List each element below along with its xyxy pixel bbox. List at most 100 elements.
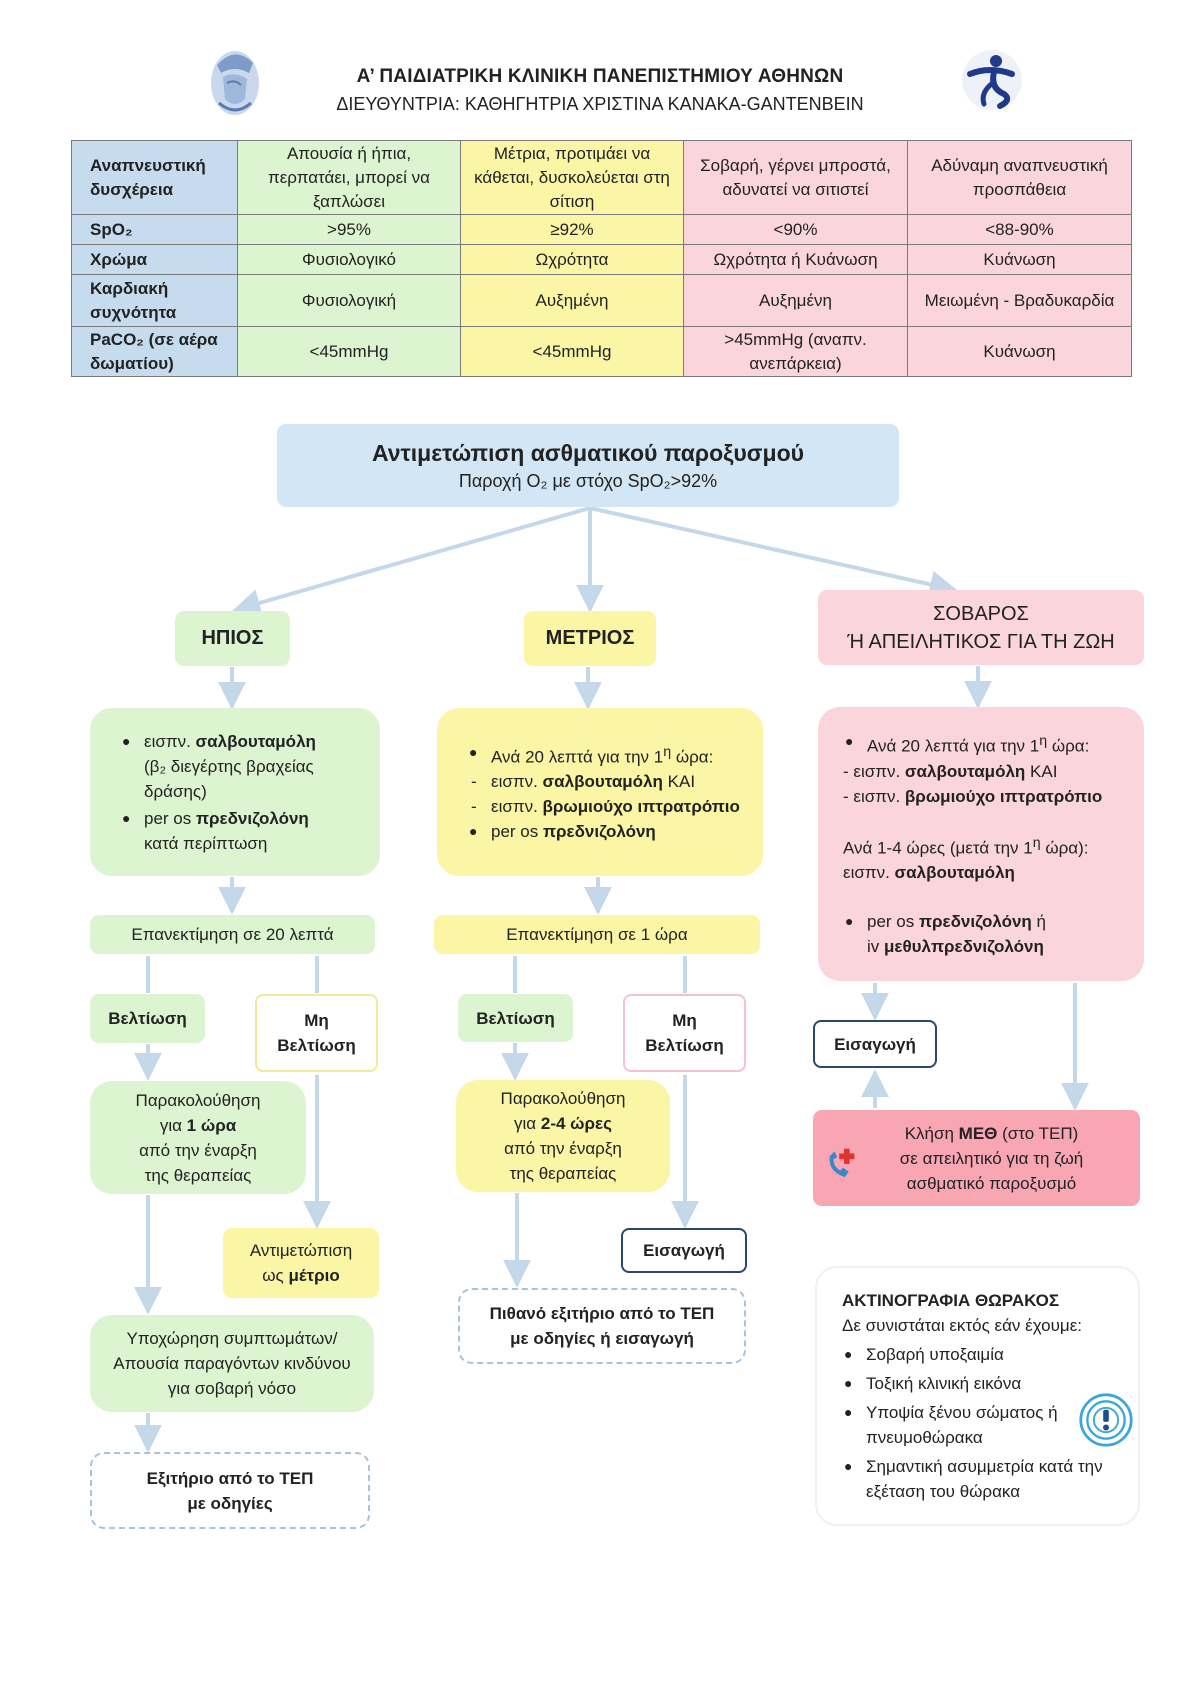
xray-item: Υποψία ξένου σώματος ή πνευμοθώρακα [842,1400,1126,1450]
icu-line: σε απειλητικό για τη ζωή [899,1148,1084,1168]
main-title: Αντιμετώπιση ασθματικού παροξυσμού [371,440,805,466]
table-cell: ≥92% [460,214,684,245]
severe-label-line: ΣΟΒΑΡΟΣ [933,602,1029,625]
severe-admission: Εισαγωγή [813,1020,937,1068]
moderate-improve: Βελτίωση [458,994,573,1042]
mild-label-text: ΗΠΙΟΣ [201,627,264,649]
table-cell: <88-90% [907,214,1132,245]
severe-treatment-item: per os πρεδνιζολόνη ήiv μεθυλπρεδνιζολόν… [843,909,1132,959]
severe-treatment-box: Ανά 20 λεπτά για την 1η ώρα: - εισπν. σα… [818,707,1144,981]
severe-admission-text: Εισαγωγή [834,1034,916,1054]
table-cell: Μειωμένη - Βραδυκαρδία [907,274,1132,327]
table-cell: Αυξημένη [683,274,908,327]
table-cell: Ωχρότητα [460,244,684,275]
moderate-exit-line: Πιθανό εξιτήριο από το ΤΕΠ [489,1304,715,1323]
mild-reassess: Επανεκτίμηση σε 20 λεπτά [90,915,375,954]
severe-icu-box: Κλήση ΜΕΘ (στο ΤΕΠ) σε απειλητικό για τη… [813,1110,1140,1206]
mild-exit-line: με οδηγίες [187,1493,273,1513]
treat-as-line: ως μέτριο [262,1266,340,1285]
mild-monitor-line: της θεραπείας [144,1165,252,1185]
main-title-box: Αντιμετώπιση ασθματικού παροξυσμού Παροχ… [277,424,899,507]
xray-item: Σημαντική ασυμμετρία κατά την εξέταση το… [842,1454,1126,1504]
moderate-monitor-line: για 2-4 ώρες [514,1114,612,1133]
clinic-director: ΔΙΕΥΘΥΝΤΡΙΑ: ΚΑΘΗΓΗΤΡΙΑ ΧΡΙΣΤΙΝΑ ΚΑΝΑΚΑ-… [336,94,864,114]
phone-call-icon [829,1148,855,1178]
mild-improve: Βελτίωση [90,994,205,1043]
table-cell: Σοβαρή, γέρνει μπροστά, αδυνατεί να σιτι… [683,140,908,215]
mild-treat-as-moderate: Αντιμετώπιση ως μέτριο [223,1228,379,1298]
mild-resolution-text: Υποχώρηση συμπτωμάτων/ Απουσία παραγόντω… [113,1329,351,1398]
main-subtitle: Παροχή O₂ με στόχο SpO₂>92% [458,471,718,491]
alert-signal-icon [1079,1393,1133,1447]
severity-table: Αναπνευστική δυσχέρεια Απουσία ή ήπια, π… [71,140,1132,377]
table-cell: Μέτρια, προτιμάει να κάθεται, δυσκολεύετ… [460,140,684,215]
table-cell: Αυξημένη [460,274,684,327]
table-row: PaCO₂ (σε αέρα δωματίου) <45mmHg <45mmHg… [71,326,1132,377]
moderate-admission: Εισαγωγή [621,1228,747,1273]
table-cell: Κυάνωση [907,244,1132,275]
clinic-title: Α’ ΠΑΙΔΙΑΤΡΙΚΗ ΚΛΙΝΙΚΗ ΠΑΝΕΠΙΣΤΗΜΙΟΥ ΑΘΗ… [356,66,844,87]
mild-label: ΗΠΙΟΣ [175,611,290,666]
moderate-monitor-line: από την έναρξη [504,1139,622,1158]
mild-exit-box: Εξιτήριο από το ΤΕΠ με οδηγίες [90,1452,370,1529]
icu-line: Κλήση ΜΕΘ (στο ΤΕΠ) [904,1123,1079,1143]
moderate-admission-text: Εισαγωγή [643,1241,725,1260]
severe-treatment-item: Ανά 1-4 ώρες (μετά την 1η ώρα): [843,834,1089,858]
row-header: Χρώμα [71,244,238,275]
icu-line: ασθματικό παροξυσμό [906,1173,1077,1193]
row-header: Καρδιακή συχνότητα [71,274,238,327]
table-cell: Φυσιολογική [237,274,461,327]
row-header: Αναπνευστική δυσχέρεια [71,140,238,215]
moderate-treatment-item: per os πρεδνιζολόνη [467,819,745,844]
moderate-treatment-item: εισπν. βρωμιούχο ιπτρατρόπιο [467,794,745,819]
xray-item: Σοβαρή υποξαιμία [842,1342,1126,1367]
moderate-label-text: ΜΕΤΡΙΟΣ [545,627,635,649]
moderate-reassess-text: Επανεκτίμηση σε 1 ώρα [506,925,688,944]
severe-treatment-item: - εισπν. σαλβουταμόλη ΚΑΙ [843,761,1058,781]
mild-improve-text: Βελτίωση [108,1009,187,1028]
mild-no-improve: Μη Βελτίωση [255,994,378,1072]
severe-treatment-item: - εισπν. βρωμιούχο ιπτρατρόπιο [843,786,1103,806]
mild-no-improve-text: Μη Βελτίωση [277,1011,356,1055]
moderate-reassess: Επανεκτίμηση σε 1 ώρα [434,915,760,954]
table-row: Χρώμα Φυσιολογικό Ωχρότητα Ωχρότητα ή Κυ… [71,244,1132,275]
row-header: SpO₂ [71,214,238,245]
table-cell: Απουσία ή ήπια, περπατάει, μπορεί να ξαπ… [237,140,461,215]
table-cell: Ωχρότητα ή Κυάνωση [683,244,908,275]
table-cell: Αδύναμη αναπνευστική προσπάθεια [907,140,1132,215]
table-cell: Κυάνωση [907,326,1132,377]
moderate-monitor-line: της θεραπείας [509,1164,617,1183]
moderate-treatment-item: εισπν. σαλβουταμόλη ΚΑΙ [467,769,745,794]
moderate-monitor-box: Παρακολούθηση για 2-4 ώρες από την έναρξ… [456,1080,670,1192]
mild-monitor-line: για 1 ώρα [159,1115,237,1135]
table-cell: >95% [237,214,461,245]
table-cell: >45mmHg (αναπν. ανεπάρκεια) [683,326,908,377]
mild-exit-line: Εξιτήριο από το ΤΕΠ [146,1468,314,1488]
mild-treatment-box: εισπν. σαλβουταμόλη(β₂ διεγέρτης βραχεία… [90,708,380,876]
moderate-treatment-item: Ανά 20 λεπτά για την 1η ώρα: [467,740,745,770]
table-cell: Φυσιολογικό [237,244,461,275]
severe-treatment-item: Ανά 20 λεπτά για την 1η ώρα: [843,729,1132,759]
athena-logo-icon [211,51,259,115]
moderate-monitor-line: Παρακολούθηση [500,1089,626,1108]
table-cell: <45mmHg [237,326,461,377]
xray-title: ΑΚΤΙΝΟΓΡΑΦΙΑ ΘΩΡΑΚΟΣ [842,1291,1060,1310]
table-row: Αναπνευστική δυσχέρεια Απουσία ή ήπια, π… [71,140,1132,215]
moderate-no-improve-text: Μη Βελτίωση [645,1011,724,1055]
moderate-no-improve: Μη Βελτίωση [623,994,746,1072]
moderate-exit-line: με οδηγίες ή εισαγωγή [510,1329,694,1348]
severe-treatment-item: εισπν. σαλβουταμόλη [843,863,1015,883]
table-cell: <45mmHg [460,326,684,377]
xray-subtitle: Δε συνιστάται εκτός εάν έχουμε: [842,1316,1083,1335]
treat-as-line: Αντιμετώπιση [249,1241,353,1260]
mild-resolution-box: Υποχώρηση συμπτωμάτων/ Απουσία παραγόντω… [90,1315,374,1412]
table-cell: <90% [683,214,908,245]
moderate-treatment-box: Ανά 20 λεπτά για την 1η ώρα: εισπν. σαλβ… [437,708,763,876]
mild-treatment-item: εισπν. σαλβουταμόλη(β₂ διεγέρτης βραχεία… [120,729,362,804]
xray-item: Τοξική κλινική εικόνα [842,1371,1126,1396]
mild-monitor-box: Παρακολούθηση για 1 ώρα από την έναρξη τ… [90,1081,306,1194]
table-row: Καρδιακή συχνότητα Φυσιολογική Αυξημένη … [71,274,1132,327]
mild-reassess-text: Επανεκτίμηση σε 20 λεπτά [131,925,334,944]
severe-label-line: Ή ΑΠΕΙΛΗΤΙΚΟΣ ΓΙΑ ΤΗ ΖΩΗ [847,630,1115,653]
